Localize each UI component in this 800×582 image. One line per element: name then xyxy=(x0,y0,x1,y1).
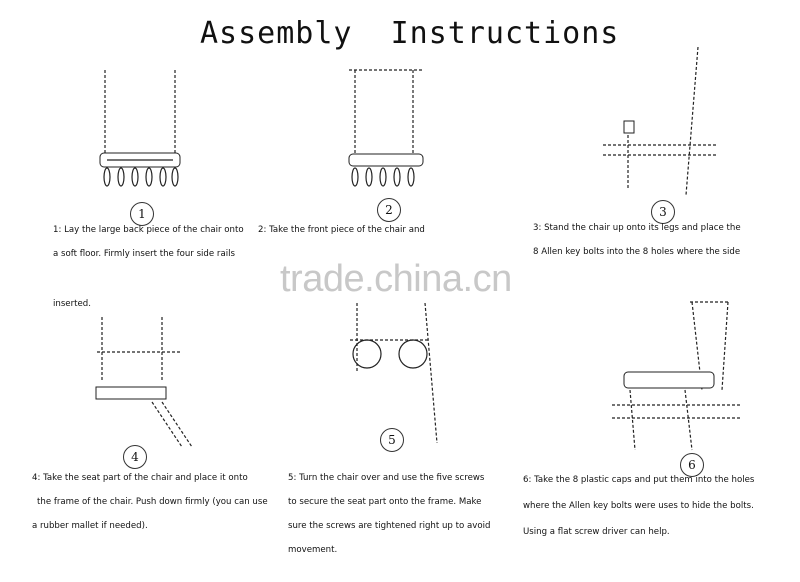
figure-step-4 xyxy=(95,317,193,448)
step-1-text: 1: Lay the large back piece of the chair… xyxy=(53,224,244,310)
step-2-text: 2: Take the front piece of the chair and xyxy=(258,224,425,236)
step-5-number: 5 xyxy=(380,428,404,452)
step-4-number: 4 xyxy=(123,445,147,469)
step-3-text: 3: Stand the chair up onto its legs and … xyxy=(533,222,741,258)
step-5-text: 5: Turn the chair over and use the five … xyxy=(288,472,490,556)
figure-step-1 xyxy=(99,70,181,187)
step-5-line-3: sure the screws are tightened right up t… xyxy=(288,521,491,531)
step-2-number: 2 xyxy=(377,198,401,222)
step-4-line-3: a rubber mallet if needed). xyxy=(32,521,148,531)
step-4-line-1: 4: Take the seat part of the chair and p… xyxy=(32,473,248,483)
figure-step-2 xyxy=(348,69,424,187)
step-6-text: 6: Take the 8 plastic caps and put them … xyxy=(523,474,754,538)
watermark: trade.china.cn xyxy=(280,258,512,300)
step-3-number: 3 xyxy=(651,200,675,224)
step-1-line-2: a soft floor. Firmly insert the four sid… xyxy=(53,249,235,259)
step-1-line-3: inserted. xyxy=(53,299,91,309)
step-6-line-3: Using a flat screw driver can help. xyxy=(523,527,670,537)
step-6-number: 6 xyxy=(680,453,704,477)
step-6-line-2: where the Allen key bolts were uses to h… xyxy=(523,501,754,511)
step-1-number: 1 xyxy=(130,202,154,226)
step-5-line-2: to secure the seat part onto the frame. … xyxy=(288,497,482,507)
step-1-line-1: 1: Lay the large back piece of the chair… xyxy=(53,225,244,235)
step-4-text: 4: Take the seat part of the chair and p… xyxy=(32,472,268,532)
figure-step-3 xyxy=(603,46,718,196)
step-5-line-1: 5: Turn the chair over and use the five … xyxy=(288,473,485,483)
step-5-line-4: movement. xyxy=(288,545,338,555)
step-2-line-1: 2: Take the front piece of the chair and xyxy=(258,225,425,235)
step-3-line-2: 8 Allen key bolts into the 8 holes where… xyxy=(533,247,741,257)
step-3-line-1: 3: Stand the chair up onto its legs and … xyxy=(533,223,741,233)
step-6-line-1: 6: Take the 8 plastic caps and put them … xyxy=(523,475,755,485)
step-4-line-2: the frame of the chair. Push down firmly… xyxy=(37,497,268,507)
figure-step-6 xyxy=(612,301,740,451)
page-title: Assembly Instructions xyxy=(200,16,620,51)
figure-step-5 xyxy=(350,302,438,444)
